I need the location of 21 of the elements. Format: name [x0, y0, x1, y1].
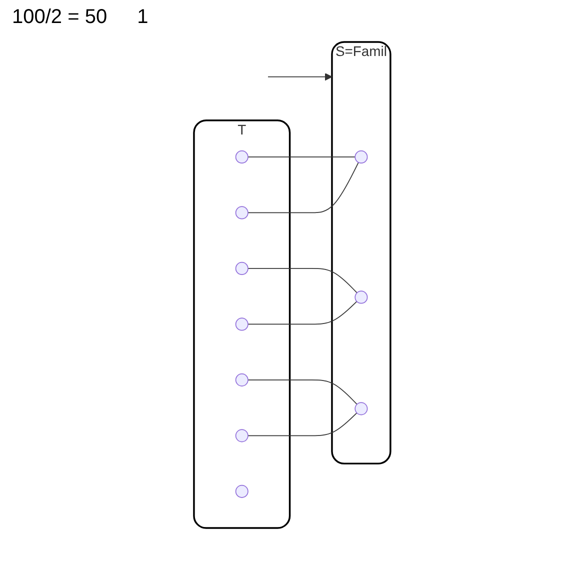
connector [247, 412, 358, 436]
node-circle [235, 429, 248, 442]
node-circle [354, 402, 368, 416]
arrow [267, 73, 332, 81]
cluster: S=Famil [330, 41, 392, 464]
connector [247, 380, 358, 405]
note-text: 1 [137, 6, 148, 29]
node-circle [235, 318, 248, 331]
connector [247, 301, 358, 325]
node-circle [354, 290, 368, 304]
node-circle [235, 484, 248, 498]
connector [247, 268, 358, 294]
node-circle [235, 262, 248, 275]
node-circle [235, 206, 248, 220]
node-circle [354, 150, 368, 164]
connector [247, 162, 359, 214]
cluster: T [192, 120, 290, 529]
node-circle [235, 373, 248, 386]
connector [247, 156, 356, 158]
note-text: 100/2 = 50 [12, 6, 108, 29]
node-circle [235, 150, 248, 164]
